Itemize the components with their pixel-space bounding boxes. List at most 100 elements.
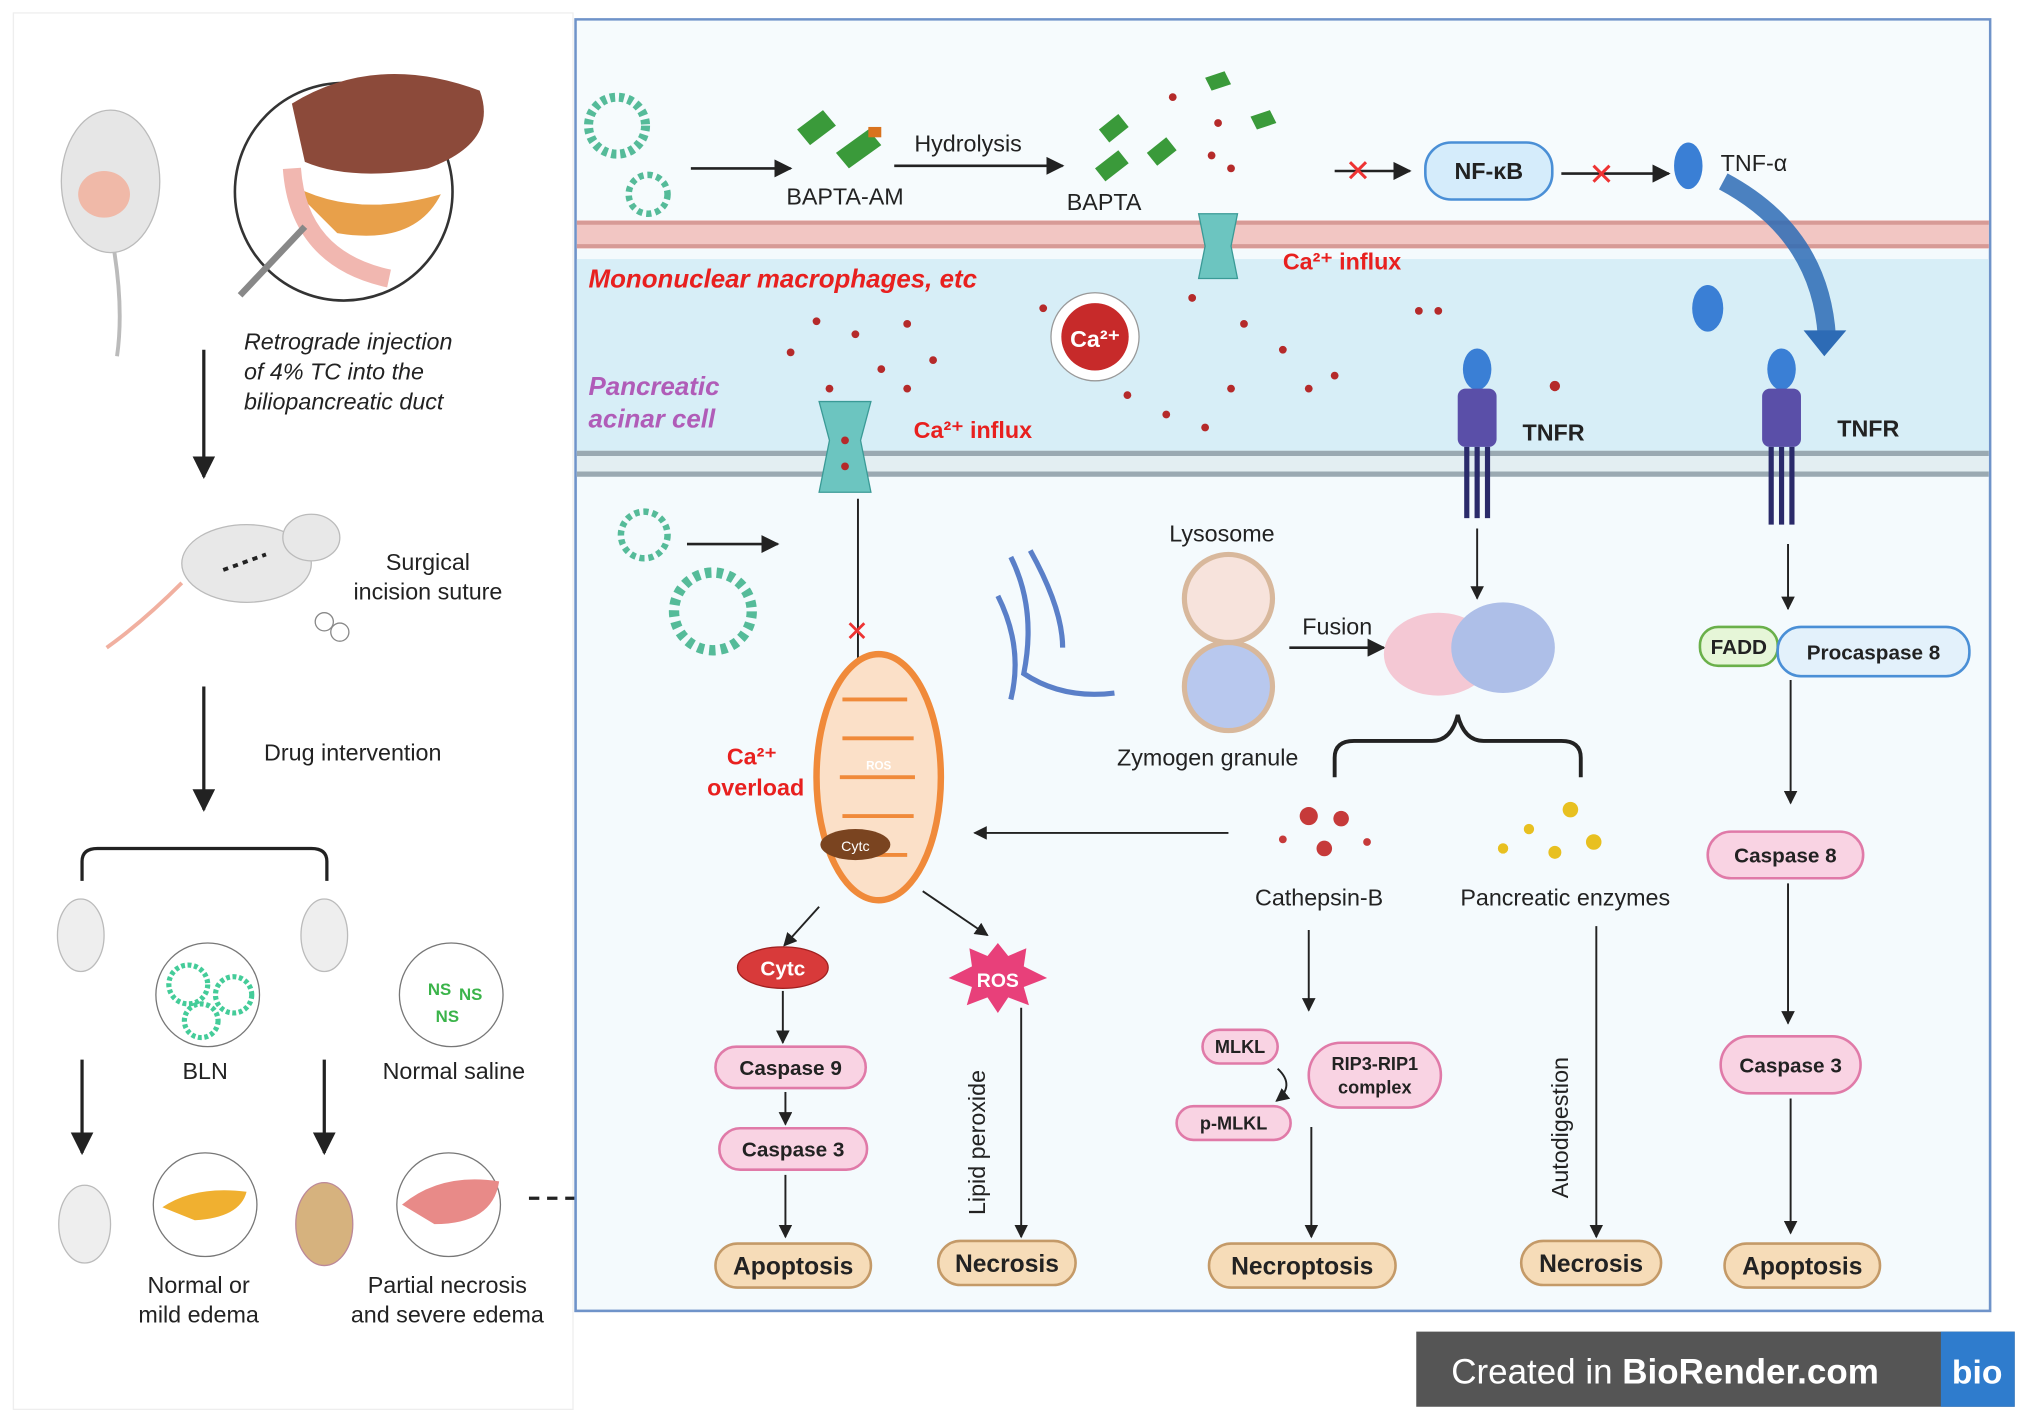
mlkl-node xyxy=(1201,1028,1279,1065)
caspase3-left-node xyxy=(718,1126,869,1171)
outcome-bln-label: mild edema xyxy=(138,1302,258,1328)
outcome-necroptosis: Necroptosis xyxy=(1207,1242,1397,1289)
bapta-molecule-icon xyxy=(1095,71,1277,182)
left-panel: Retrograde injection of 4% TC into the b… xyxy=(12,12,622,1410)
nfkb-label: NF-κB xyxy=(1454,158,1523,184)
rip-complex-label: complex xyxy=(1338,1077,1412,1097)
outcome-necrosis-right: Necrosis xyxy=(1519,1239,1663,1287)
mouse-icon xyxy=(60,109,161,357)
tnfr-label: TNFR xyxy=(1522,419,1584,445)
nanoparticle-icon xyxy=(617,508,757,656)
caspase3-left-label: Caspase 3 xyxy=(742,1139,845,1162)
blocked-x-icon: ✕ xyxy=(1589,157,1615,192)
endoplasmic-reticulum-icon xyxy=(995,549,1115,701)
tnfa-label: TNF-α xyxy=(1721,150,1788,176)
tnf-alpha-icon xyxy=(1692,284,1724,332)
outcome-label: Necrosis xyxy=(955,1251,1059,1278)
outcome-saline-label: Partial necrosis xyxy=(368,1272,527,1298)
fusion-label: Fusion xyxy=(1302,614,1372,640)
ca-overload-label: Ca²⁺ xyxy=(727,743,777,769)
injection-label: Retrograde injection xyxy=(244,329,453,355)
caspase9-node xyxy=(714,1045,868,1090)
bln-mouse-icon xyxy=(56,898,261,1048)
caspase3-right-node xyxy=(1719,1034,1862,1095)
cathepsin-label: Cathepsin-B xyxy=(1255,884,1383,910)
bracket xyxy=(1332,714,1583,778)
tnfr-receptor-icon xyxy=(1457,348,1497,519)
blocked-x-icon: ✕ xyxy=(845,616,869,648)
procaspase8-label: Procaspase 8 xyxy=(1807,641,1941,664)
acinar-label: Pancreatic xyxy=(589,373,721,401)
saline-mouse-icon: NS NS NS xyxy=(300,898,504,1048)
ca-influx-bottom-label: Ca²⁺ influx xyxy=(914,417,1032,443)
bapta-am-molecule-icon xyxy=(797,110,882,169)
drug-label: Drug intervention xyxy=(264,739,441,765)
calcium-dots xyxy=(786,93,1561,432)
calcium-channel-icon xyxy=(818,400,872,493)
tnfr-receptor-icon xyxy=(1762,348,1801,525)
biorender-watermark: Created in BioRender.com bio xyxy=(1416,1331,2015,1407)
cytc-inner-icon xyxy=(820,829,891,861)
ros-label: ROS xyxy=(977,970,1019,992)
hydrolysis-label: Hydrolysis xyxy=(914,131,1021,157)
acinar-label: acinar cell xyxy=(589,405,716,433)
normal-pancreas-icon xyxy=(58,1152,258,1264)
caspase9-label: Caspase 9 xyxy=(739,1057,842,1080)
bapta-am-label: BAPTA-AM xyxy=(786,184,903,210)
pmlkl-label: p-MLKL xyxy=(1200,1114,1267,1134)
injection-label: biliopancreatic duct xyxy=(244,388,445,414)
blocked-x-icon: ✕ xyxy=(1345,153,1371,188)
pathway-panel: BAPTA-AM Hydrolysis BAPTA ✕ NF-κB ✕ TNF-… xyxy=(574,18,1992,1313)
nfkb-node xyxy=(1424,141,1554,201)
injection-label: of 4% TC into the xyxy=(244,359,424,385)
ca-influx-top-label: Ca²⁺ influx xyxy=(1283,248,1401,274)
enzymes-label: Pancreatic enzymes xyxy=(1460,884,1670,910)
ros-inner-label: ROS xyxy=(866,759,891,772)
ros-burst-icon xyxy=(948,943,1048,1013)
tnf-release-arrow xyxy=(1718,173,1836,338)
outcome-bln-label: Normal or xyxy=(148,1272,251,1298)
outcome-saline-label: and severe edema xyxy=(351,1302,544,1328)
surgery-label: incision suture xyxy=(353,579,502,605)
nanoparticle-icon xyxy=(584,92,671,217)
tnfr-label: TNFR xyxy=(1837,416,1899,442)
outcome-label: Necrosis xyxy=(1539,1251,1643,1278)
autodigestion-label: Autodigestion xyxy=(1547,1057,1573,1198)
ca-overload-label: overload xyxy=(707,774,804,800)
caspase8-node xyxy=(1706,830,1865,880)
biorender-logo: bio xyxy=(1952,1354,2002,1391)
cytc-node xyxy=(736,946,829,990)
ns-label: NS xyxy=(436,1007,459,1026)
ca-ion-label: Ca²⁺ xyxy=(1070,326,1120,352)
bapta-label: BAPTA xyxy=(1067,189,1142,215)
fadd-label: FADD xyxy=(1711,636,1767,659)
group-bln-label: BLN xyxy=(182,1058,227,1084)
rip-complex-node xyxy=(1307,1041,1443,1109)
surgery-mouse-icon xyxy=(105,513,350,650)
surgery-label: Surgical xyxy=(386,549,470,575)
cytc-label: Cytc xyxy=(760,957,805,980)
lysosome-zymogen-icon xyxy=(1181,551,1276,734)
procaspase8-node xyxy=(1776,625,1971,678)
rip-complex-label: RIP3-RIP1 xyxy=(1331,1054,1418,1074)
outcome-apoptosis-left: Apoptosis xyxy=(714,1242,873,1289)
calcium-channel-icon xyxy=(1197,213,1239,280)
lipid-peroxide-label: Lipid peroxide xyxy=(964,1070,990,1215)
ns-label: NS xyxy=(428,980,451,999)
macrophages-label: Mononuclear macrophages, etc xyxy=(589,266,978,294)
group-saline-label: Normal saline xyxy=(383,1058,525,1084)
mitochondrion-icon xyxy=(813,650,945,904)
outcome-label: Necroptosis xyxy=(1231,1254,1373,1281)
caspase8-label: Caspase 8 xyxy=(1734,845,1837,868)
cytc-inner-label: Cytc xyxy=(841,839,869,855)
zymogen-label: Zymogen granule xyxy=(1117,745,1298,771)
cathepsin-b-icon xyxy=(1278,807,1371,857)
pancreatic-enzymes-icon xyxy=(1497,801,1602,859)
outcome-label: Apoptosis xyxy=(733,1254,853,1281)
bracket xyxy=(80,846,329,881)
necrotic-pancreas-icon xyxy=(295,1152,502,1267)
fused-vesicle-icon xyxy=(1383,602,1555,696)
ns-label: NS xyxy=(459,985,482,1004)
caspase3-right-label: Caspase 3 xyxy=(1739,1055,1842,1078)
